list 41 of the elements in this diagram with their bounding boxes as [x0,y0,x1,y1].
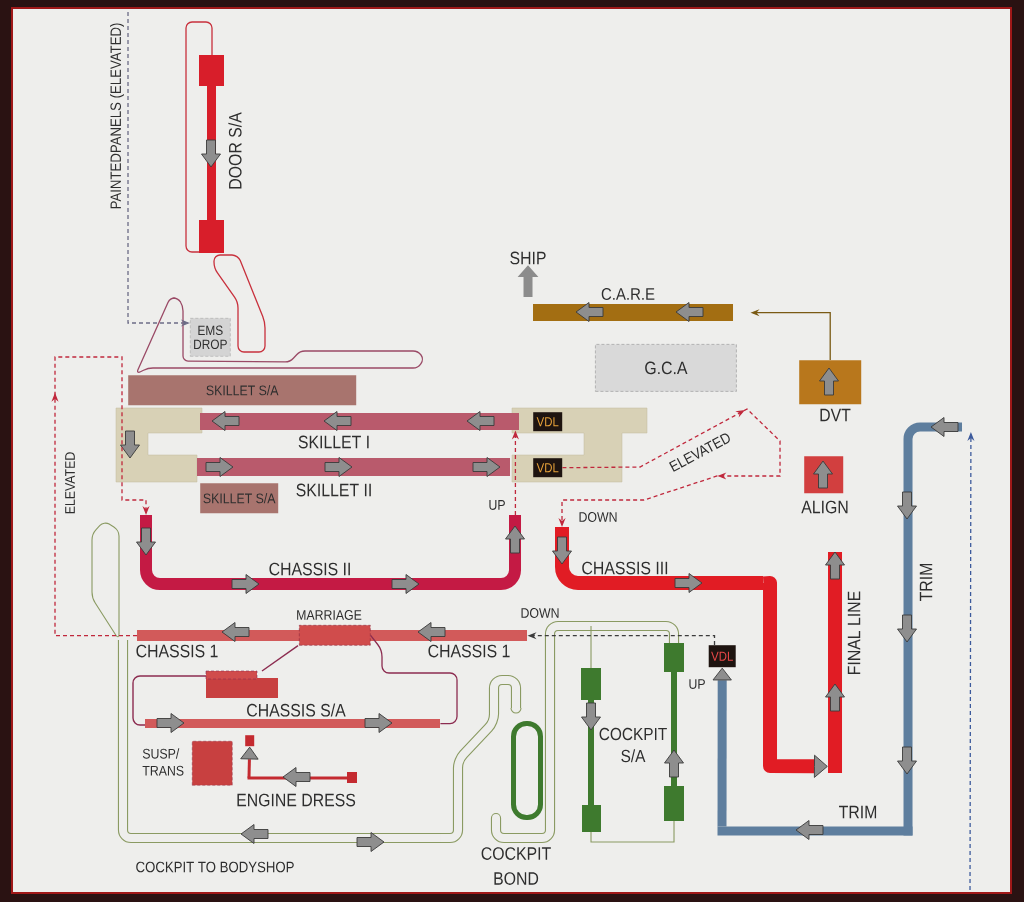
station-box: SKILLET S/A [200,483,279,514]
line-label: TRIM [919,563,933,601]
station-box: EMS DROP [190,318,231,357]
conveyor-line [240,746,259,778]
station-label: MARRIAGE [297,610,362,620]
line-label: COCKPIT S/A [599,727,667,763]
station-box: VDL [533,412,563,432]
edge-label: DOWN [519,607,561,619]
line-label: FINAL LINE [847,591,861,674]
station-label: SUSP/ TRANS [142,748,184,776]
line-label: ENGINE DRESS [237,793,356,807]
edge-label: UP [487,499,507,511]
station-box: VDL [533,458,563,478]
station-box: G.C.A [595,344,737,392]
line-label: CHASSIS 1 [136,644,218,658]
line-label: DOOR S/A [228,112,242,189]
line-label: CHASSIS II [269,562,350,576]
line-label: CHASSIS III [582,561,668,575]
station-label: DVT [820,408,851,422]
end-block [245,735,255,747]
line-label: SKILLET I [298,435,369,449]
line-label: CHASSIS 1 [428,644,510,658]
line-label: C.A.R.E [601,288,655,301]
conveyor-line [762,576,828,778]
station-label: COCKPIT BOND [481,847,551,885]
line-label: CHASSIS S/A [247,703,346,717]
conveyor-line [712,667,732,827]
connector-line [369,634,458,725]
edge-label: ELEVATED [64,450,76,516]
destination-label: SHIP [510,251,546,265]
station-label: ALIGN [801,500,848,514]
dashed-arrow [51,356,150,637]
flow-label: DOWN [579,512,617,522]
line-label: SKILLET II [296,483,371,497]
line-label: COCKPIT TO BODYSHOP [136,861,294,873]
station-box: VDL [708,645,736,668]
station-label: UP [689,679,705,689]
connector-line [261,644,299,672]
station-box: SKILLET S/A [128,375,357,406]
edge-label: PAINTEDPANELS (ELEVATED) [109,21,125,211]
line-label: TRIM [839,805,877,819]
